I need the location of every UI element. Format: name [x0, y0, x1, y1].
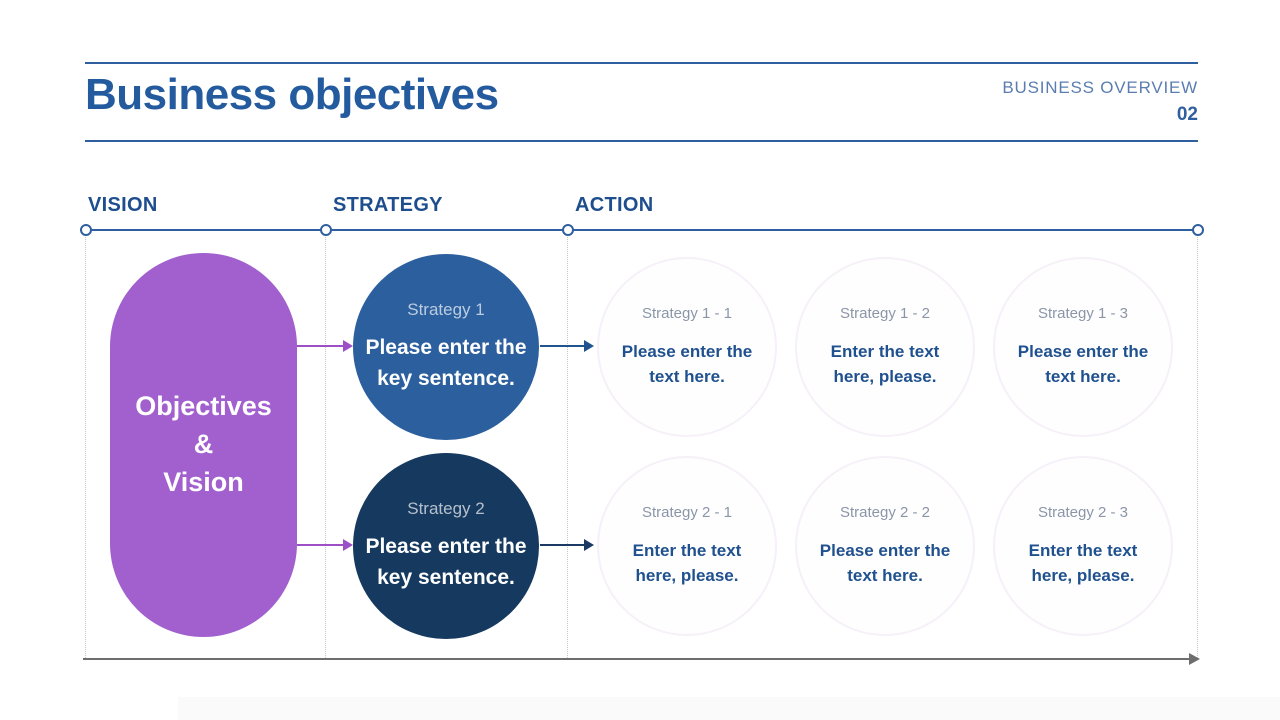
vision-line-ampersand: & — [193, 429, 214, 460]
vision-capsule-text: Objectives & Vision — [135, 388, 272, 501]
action-circle-2-3: Strategy 2 - 3 Enter the text here, plea… — [993, 456, 1173, 636]
vision-line-objectives: Objectives — [135, 391, 272, 422]
divider-strategy — [325, 237, 326, 658]
page-title: Business objectives — [85, 70, 499, 119]
action-2-2-text: Please enter the text here. — [819, 540, 951, 586]
action-circle-1-3: Strategy 1 - 3 Please enter the text her… — [993, 257, 1173, 437]
action-1-2-text: Enter the text here, please. — [830, 341, 940, 387]
action-circle-2-1: Strategy 2 - 1 Enter the text here, plea… — [597, 456, 777, 636]
bottom-axis-arrow-icon — [1189, 653, 1200, 665]
action-circle-1-1: Strategy 1 - 1 Please enter the text her… — [597, 257, 777, 437]
action-2-1-text: Enter the text here, please. — [632, 540, 742, 586]
action-1-2-label: Strategy 1 - 2 — [839, 304, 931, 322]
action-circle-1-2: Strategy 1 - 2 Enter the text here, plea… — [795, 257, 975, 437]
action-2-3-label: Strategy 2 - 3 — [1037, 503, 1129, 521]
action-2-2-label: Strategy 2 - 2 — [839, 503, 931, 521]
strategy-1-text: Please enter the key sentence. — [365, 336, 527, 390]
action-1-3-text: Please enter the text here. — [1017, 341, 1149, 387]
header-top-rule — [85, 62, 1198, 64]
action-circle-2-2: Strategy 2 - 2 Please enter the text her… — [795, 456, 975, 636]
action-2-1-label: Strategy 2 - 1 — [641, 503, 733, 521]
arrow-shaft — [540, 543, 584, 547]
header-right: BUSINESS OVERVIEW 02 — [1002, 78, 1198, 126]
column-header-strategy: STRATEGY — [333, 194, 443, 216]
strategy-1-circle: Strategy 1 Please enter the key sentence… — [353, 254, 539, 440]
strategy-2-circle: Strategy 2 Please enter the key sentence… — [353, 453, 539, 639]
footer-strip — [178, 697, 1280, 720]
column-header-action: ACTION — [575, 194, 654, 216]
page-number: 02 — [1176, 104, 1198, 125]
timeline-rule — [85, 229, 1197, 231]
column-header-vision: VISION — [88, 194, 158, 216]
vision-line-vision: Vision — [163, 466, 244, 497]
bottom-axis-line — [83, 658, 1191, 660]
arrow-head-icon — [343, 539, 353, 551]
section-label: BUSINESS OVERVIEW — [1002, 78, 1198, 97]
timeline-node-strategy — [320, 224, 332, 236]
timeline-node-action — [562, 224, 574, 236]
timeline-node-end — [1192, 224, 1204, 236]
arrow-shaft — [297, 543, 343, 547]
action-1-1-label: Strategy 1 - 1 — [641, 304, 733, 322]
strategy-2-text: Please enter the key sentence. — [365, 535, 527, 589]
arrow-shaft — [297, 344, 343, 348]
action-1-1-text: Please enter the text here. — [621, 341, 753, 387]
action-2-3-text: Enter the text here, please. — [1028, 540, 1138, 586]
divider-action — [567, 237, 568, 658]
arrow-head-icon — [584, 340, 594, 352]
divider-vision — [85, 237, 86, 658]
divider-end — [1197, 237, 1198, 658]
arrow-head-icon — [343, 340, 353, 352]
vision-capsule: Objectives & Vision — [110, 253, 297, 637]
header-bottom-rule — [85, 140, 1198, 142]
arrow-shaft — [540, 344, 584, 348]
timeline-node-vision — [80, 224, 92, 236]
strategy-1-label: Strategy 1 — [407, 300, 485, 320]
action-1-3-label: Strategy 1 - 3 — [1037, 304, 1129, 322]
strategy-2-label: Strategy 2 — [407, 499, 485, 519]
arrow-head-icon — [584, 539, 594, 551]
